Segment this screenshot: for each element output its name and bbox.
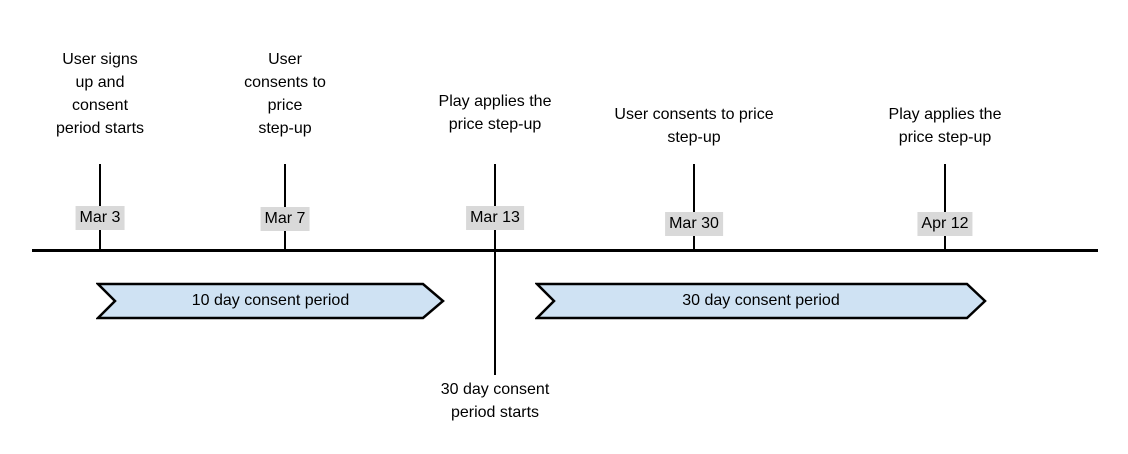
chevron-banner-shape: [96, 282, 445, 320]
event-label: Play applies the price step-up: [888, 106, 1002, 146]
event-tick: [693, 164, 695, 250]
event-date-badge: Mar 13: [466, 206, 524, 230]
event-date-badge: Mar 3: [75, 206, 125, 230]
event-tick: [944, 164, 946, 250]
consent-period-arrow-30-day: 30 day consent period: [535, 282, 987, 320]
event-date-badge: Mar 30: [665, 212, 723, 236]
chevron-banner-icon: [96, 282, 445, 320]
event-date-badge: Apr 12: [917, 212, 973, 236]
consent-period-arrow-10-day: 10 day consent period: [96, 282, 445, 320]
event-label: Play applies the price step-up: [438, 93, 552, 133]
event-date-badge: Mar 7: [260, 207, 310, 231]
chevron-banner-shape: [535, 282, 987, 320]
annotation-label: 30 day consent period starts: [440, 381, 550, 421]
timeline-axis: [32, 249, 1098, 252]
period-label: 10 day consent period: [191, 292, 350, 309]
period-label: 30 day consent period: [682, 292, 840, 309]
chevron-banner-icon: [535, 282, 987, 320]
event-label: User signs up and consent period starts: [55, 51, 145, 137]
event-label: User consents to price step-up: [614, 106, 774, 146]
annotation-connector-line: [494, 251, 496, 375]
event-label: User consents to price step-up: [244, 51, 326, 137]
